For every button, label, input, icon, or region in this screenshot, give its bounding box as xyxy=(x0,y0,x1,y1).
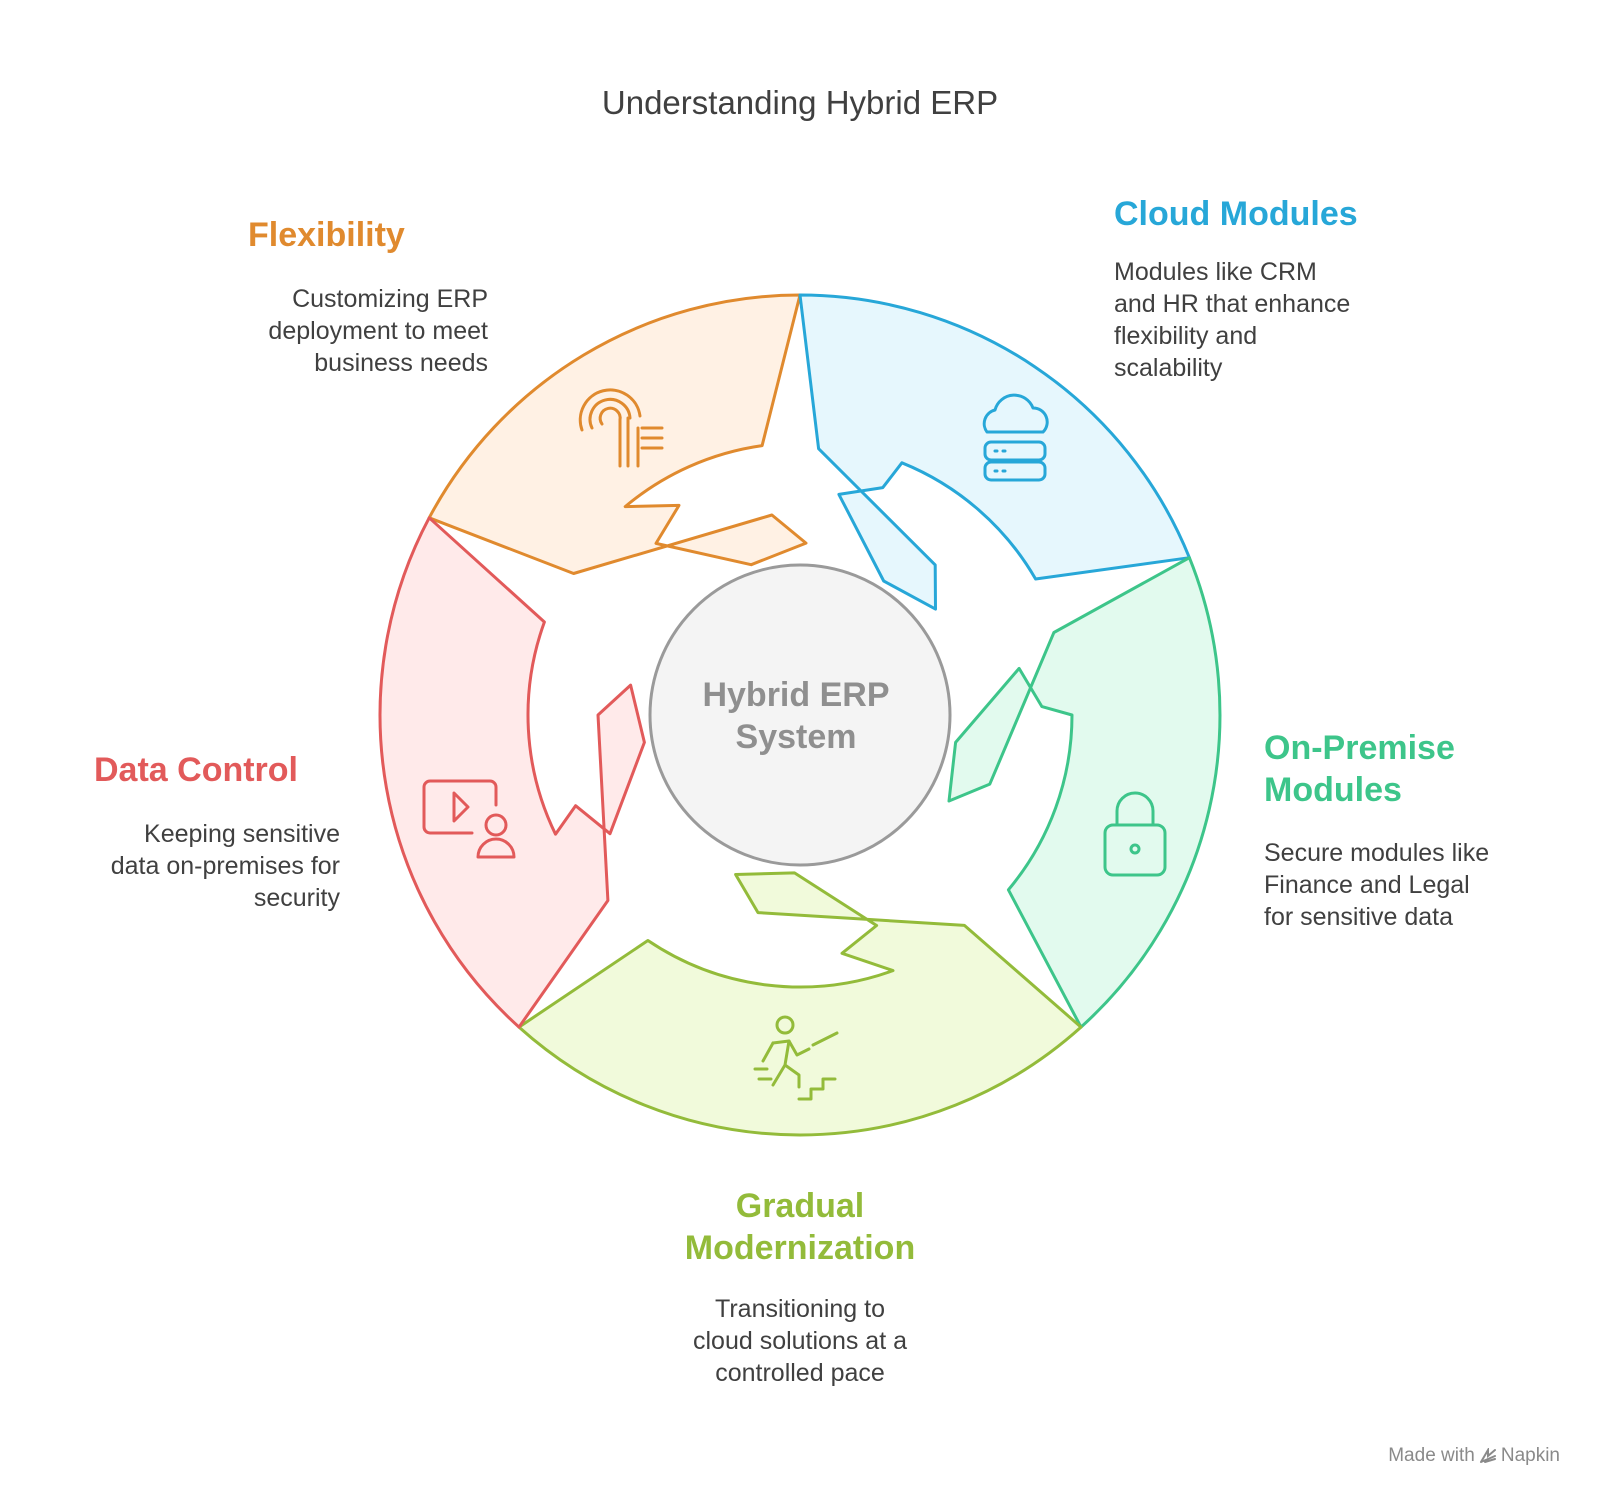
lock-icon xyxy=(1103,791,1167,877)
video-user-icon xyxy=(422,779,516,859)
fingerprint-icon xyxy=(578,388,664,468)
data-control-description: Keeping sensitive data on-premises for s… xyxy=(110,820,340,912)
flexibility-description: Customizing ERP deployment to meet busin… xyxy=(268,285,488,377)
page-title: Understanding Hybrid ERP xyxy=(601,84,999,121)
center-label-line-1: Hybrid ERP xyxy=(702,676,889,714)
on-premise-modules-description: Secure modules like Finance and Legal fo… xyxy=(1264,839,1490,931)
on-premise-modules-heading: On-Premise Modules xyxy=(1264,729,1455,809)
data-control-segment xyxy=(378,516,646,1029)
cloud-modules-description: Modules like CRM and HR that enhance fle… xyxy=(1114,258,1351,382)
center-node: Hybrid ERP System xyxy=(648,563,952,867)
cloud-server-icon xyxy=(982,393,1049,482)
gradual-modernization-segment xyxy=(517,871,1083,1137)
gradual-modernization-description: Transitioning to cloud solutions at a co… xyxy=(692,1295,908,1387)
napkin-logo-icon xyxy=(1479,1446,1496,1463)
gradual-modernization-heading: Gradual Modernization xyxy=(684,1187,916,1267)
person-climbing-stairs-icon xyxy=(753,1015,839,1101)
flexibility-segment xyxy=(427,293,808,575)
cloud-modules-heading: Cloud Modules xyxy=(1114,195,1358,233)
data-control-heading: Data Control xyxy=(94,751,298,789)
center-label-line-2: System xyxy=(736,718,857,756)
flexibility-heading: Flexibility xyxy=(248,216,405,254)
on-premise-modules-segment xyxy=(947,556,1222,1029)
